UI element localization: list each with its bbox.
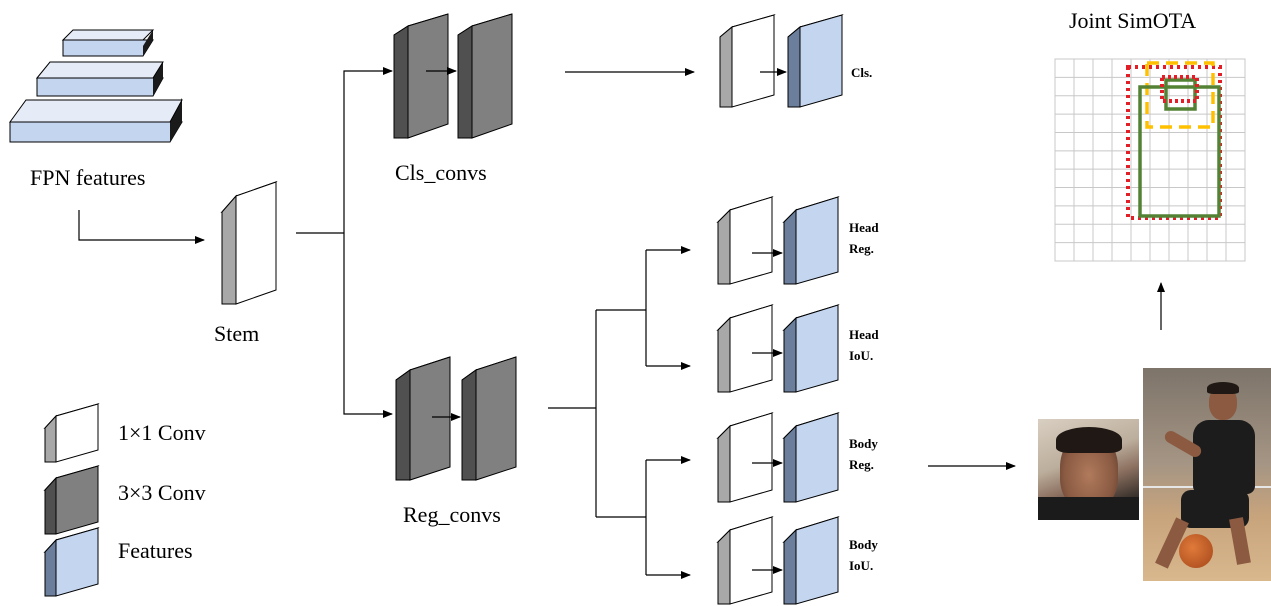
- head-iou-line1: Head: [849, 327, 879, 342]
- fpn-features-icon: [9, 29, 183, 143]
- body-reg-line1: Body: [849, 436, 878, 451]
- simota-yellow-box: [1145, 61, 1215, 129]
- body-reg-output-pair: [716, 411, 840, 503]
- flow-arrows: [78, 67, 1165, 579]
- cls-conv-block-1: [393, 13, 449, 139]
- cls-output-label: Cls.: [851, 62, 872, 83]
- legend-features-label: Features: [118, 538, 193, 563]
- body-reg-line2: Reg.: [849, 457, 874, 472]
- simota-green-box-large: [1138, 85, 1221, 218]
- body-iou-line1: Body: [849, 537, 878, 552]
- cls-text: Cls.: [851, 65, 873, 80]
- head-reg-output-pair: [716, 195, 840, 285]
- legend-conv3x3-label: 3×3 Conv: [118, 480, 206, 505]
- head-reg-line2: Reg.: [849, 241, 874, 256]
- cls-conv-block-2: [457, 13, 513, 139]
- legend-conv3x3-icon: [43, 465, 100, 535]
- fpn-features-label: FPN features: [30, 165, 146, 190]
- legend-conv1x1-label: 1×1 Conv: [118, 420, 206, 445]
- cls-output-pair: [719, 13, 844, 108]
- simota-grid: [1054, 58, 1246, 262]
- head-iou-line2: IoU.: [849, 348, 874, 363]
- body-iou-output-pair: [716, 515, 840, 605]
- stem-block: [220, 180, 278, 305]
- cls-convs-label: Cls_convs: [395, 160, 487, 185]
- simota-red-box-large: [1126, 65, 1222, 220]
- joint-simota-label: Joint SimOTA: [1069, 8, 1197, 33]
- head-reg-line1: Head: [849, 220, 879, 235]
- inner-arrows: [426, 67, 787, 574]
- body-crop-photo: [1143, 368, 1271, 581]
- reg-convs-label: Reg_convs: [403, 502, 501, 527]
- reg-conv-block-1: [395, 356, 451, 481]
- reg-conv-block-2: [461, 356, 517, 481]
- stem-label: Stem: [214, 321, 260, 346]
- legend-conv1x1-icon: [43, 403, 100, 463]
- head-iou-output-pair: [716, 303, 840, 393]
- simota-green-box-small: [1164, 78, 1197, 111]
- body-iou-line2: IoU.: [849, 558, 874, 573]
- head-crop-photo: [1038, 419, 1139, 520]
- legend-features-icon: [43, 527, 100, 597]
